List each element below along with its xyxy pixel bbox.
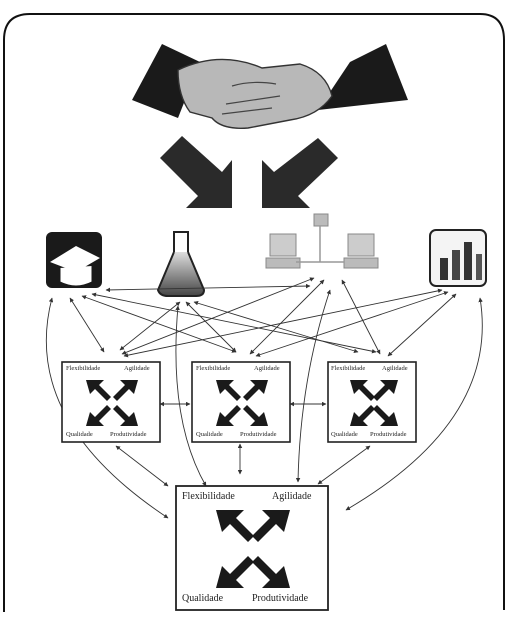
flask-icon [156,231,206,297]
large-box-label-agilidade: Agilidade [272,491,312,502]
handshake-icon [132,44,408,129]
small-box-3 [327,361,417,443]
connector-arrows [45,277,483,519]
small-box-1 [61,361,161,443]
box1-label-produtividade: Produtividade [110,431,147,438]
large-box [175,485,329,611]
box3-label-produtividade: Produtividade [370,431,407,438]
computer-network-icon [265,213,379,269]
box2-label-flexibilidade: Flexibilidade [196,365,231,372]
outer-frame [3,13,505,612]
box1-label-qualidade: Qualidade [66,431,93,438]
box1-label-flexibilidade: Flexibilidade [66,365,101,372]
large-box-label-qualidade: Qualidade [182,593,224,604]
box2-label-produtividade: Produtividade [240,431,277,438]
box2-label-qualidade: Qualidade [196,431,223,438]
graduation-cap-icon [46,232,102,288]
large-box-label-produtividade: Produtividade [252,593,309,604]
box3-label-qualidade: Qualidade [331,431,358,438]
box2-label-agilidade: Agilidade [254,365,280,372]
box1-label-agilidade: Agilidade [124,365,150,372]
box3-label-flexibilidade: Flexibilidade [331,365,366,372]
cross-arrows-icon-large [216,510,290,588]
bar-chart-icon [429,229,487,287]
cross-arrows-icon [216,380,268,426]
cross-arrows-icon [86,380,138,426]
small-box-2 [191,361,291,443]
down-arrow-left-icon [160,136,232,208]
large-box-label-flexibilidade: Flexibilidade [182,491,235,502]
down-arrow-right-icon [262,138,338,208]
box3-label-agilidade: Agilidade [382,365,408,372]
cross-arrows-icon [350,380,398,426]
